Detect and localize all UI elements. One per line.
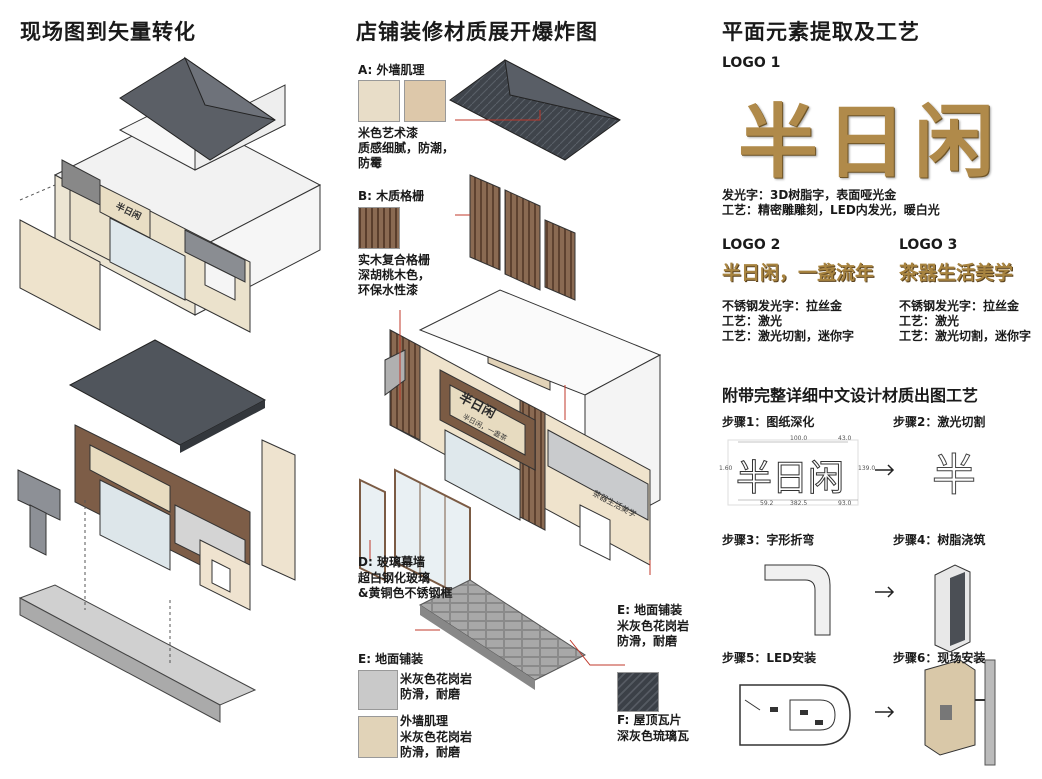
swatch-b	[358, 207, 400, 249]
logo3-text: 茶器生活美学	[899, 262, 1014, 284]
logo1-label: LOGO 1	[722, 55, 781, 71]
dim-3: 59.2	[760, 500, 774, 507]
svg-text:半日闲: 半日闲	[736, 458, 844, 499]
logo2-label: LOGO 2	[722, 237, 781, 253]
logo2-text: 半日闲，一盏流年	[722, 262, 875, 284]
process-title: 附带完整详细中文设计材质出图工艺	[722, 386, 979, 405]
step-6: 步骤6：现场安装	[893, 651, 986, 665]
swatch-wall	[358, 716, 398, 758]
dim-1: 100.0	[790, 435, 808, 442]
logo2-desc: 不锈钢发光字：拉丝金工艺：激光工艺：激光切割，迷你字	[722, 299, 855, 343]
dim-2: 43.0	[838, 435, 852, 442]
label-e1-head: E: 地面铺装	[358, 652, 424, 666]
swatch-a2	[404, 80, 446, 122]
step-3: 步骤3：字形折弯	[722, 533, 815, 547]
label-d-head: D: 玻璃幕墙	[358, 555, 425, 569]
swatch-a1	[358, 80, 400, 122]
logo3-label: LOGO 3	[899, 237, 958, 253]
logo1-text: 半日闲	[738, 95, 1002, 189]
vector-building-exploded	[17, 339, 296, 723]
label-d-desc: 超白钢化玻璃&黄铜色不锈钢框	[358, 571, 453, 600]
dim-7: 1.60	[719, 465, 733, 472]
exploded-material-building: 半日闲 半日闲，一盏茶 茶器生活美学	[359, 59, 662, 690]
label-e1-desc: 米灰色花岗岩防滑，耐磨	[400, 672, 473, 701]
step-4: 步骤4：树脂浇筑	[893, 533, 986, 547]
step-drawings: 半日闲 半	[727, 439, 996, 766]
col3-title: 平面元素提取及工艺	[722, 20, 920, 44]
label-b-head: B: 木质格栅	[358, 189, 425, 203]
label-a-desc: 米色艺术漆质感细腻，防潮，防霉	[358, 126, 455, 170]
dim-6: 93.0	[838, 500, 852, 507]
col1-title: 现场图到矢量转化	[20, 20, 196, 44]
label-f-head: F: 屋顶瓦片	[617, 713, 682, 727]
dim-4: 139.0	[858, 465, 876, 472]
logo1-desc: 发光字：3D树脂字，表面哑光金工艺：精密雕雕刻，LED内发光，暖白光	[722, 188, 940, 217]
step-5: 步骤5：LED安装	[722, 651, 817, 665]
step-2: 步骤2：激光切割	[893, 415, 986, 429]
label-wall-head: 外墙肌理	[400, 714, 449, 728]
logo3-desc: 不锈钢发光字：拉丝金工艺：激光工艺：激光切割，迷你字	[899, 299, 1032, 343]
label-e2-desc: 米灰色花岗岩防滑，耐磨	[617, 619, 690, 648]
dim-5: 382.5	[790, 500, 808, 507]
step-1: 步骤1：图纸深化	[722, 415, 815, 429]
label-e2-head: E: 地面铺装	[617, 603, 683, 617]
label-f-desc: 深灰色琉璃瓦	[617, 729, 690, 743]
label-wall-desc: 米灰色花岗岩防滑，耐磨	[400, 730, 473, 759]
swatch-e1	[358, 670, 398, 710]
vector-building-top: 半日闲	[19, 56, 322, 333]
label-a-head: A: 外墙肌理	[358, 63, 425, 77]
swatch-f	[617, 672, 659, 712]
col2-title: 店铺装修材质展开爆炸图	[356, 20, 598, 44]
label-b-desc: 实木复合格栅深胡桃木色，环保水性漆	[358, 253, 431, 297]
svg-text:半: 半	[932, 450, 976, 501]
